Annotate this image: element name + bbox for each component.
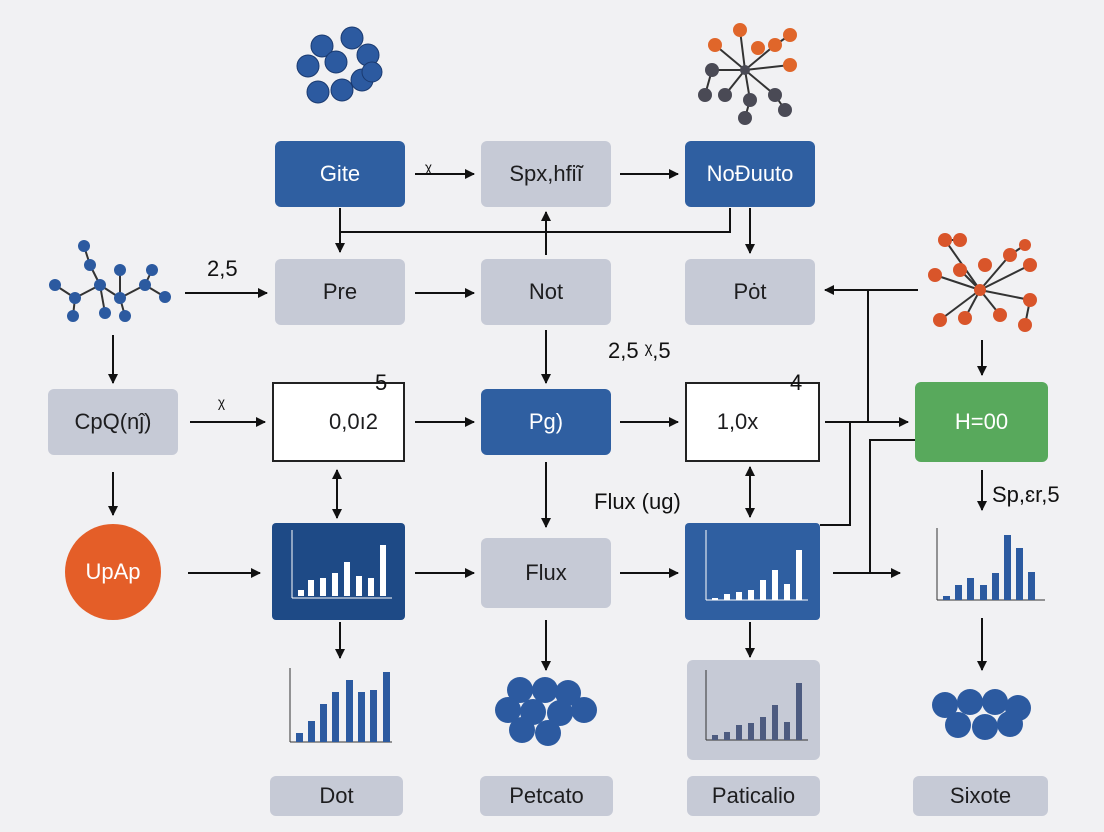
arrow-nobuuto-loop <box>340 208 731 233</box>
box-gite[interactable]: Gite <box>275 141 405 207</box>
box-flux[interactable]: Flux <box>481 538 611 608</box>
box-pg[interactable]: Pg) <box>481 389 611 455</box>
box-paticalio[interactable]: Paticalio <box>687 776 820 816</box>
label-arrow-mark-mid: ᵡ <box>218 395 225 417</box>
chain-molecule-icon <box>49 240 171 322</box>
circle-upap[interactable]: UpAp <box>65 524 161 620</box>
orange-network-icon <box>928 233 1037 332</box>
line-chart-branch <box>869 439 915 573</box>
label-25x5: 2,5 ᵡ,5 <box>608 338 671 363</box>
ball-cluster-right-icon <box>932 689 1031 740</box>
label-num-5: 5 <box>375 370 388 395</box>
label-arrow-mark-top: ᵡ <box>425 160 432 182</box>
box-petcato[interactable]: Petcato <box>480 776 613 816</box>
box-sixote[interactable]: Sixote <box>913 776 1048 816</box>
box-cpq[interactable]: CpQ(nĵ) <box>48 389 178 455</box>
label-25: 2,5 <box>207 256 238 281</box>
box-h00[interactable]: H=00 <box>915 382 1048 462</box>
box-0-0[interactable]: 0,0ı2 <box>272 382 405 462</box>
label-num-4: 4 <box>790 370 803 395</box>
label-flux-ug: Flux (ug) <box>594 489 681 514</box>
box-not[interactable]: Not <box>481 259 611 325</box>
box-spx-hfil[interactable]: Spx,hfiĩ <box>481 141 611 207</box>
ball-cluster-icon <box>495 677 597 746</box>
box-1-0[interactable]: 1,0x <box>685 382 820 462</box>
bar-chart-right <box>936 528 1045 601</box>
blue-cluster-icon <box>296 26 383 104</box>
box-dot[interactable]: Dot <box>270 776 403 816</box>
box-nobuuto[interactable]: NoƉuuto <box>685 141 815 207</box>
box-pre[interactable]: Pre <box>275 259 405 325</box>
box-pot[interactable]: Pȯt <box>685 259 815 325</box>
label-sp-er5: Sp,ɛr,5 <box>992 482 1060 507</box>
line-chart-h00 <box>820 422 851 526</box>
bar-chart-left <box>289 668 392 743</box>
